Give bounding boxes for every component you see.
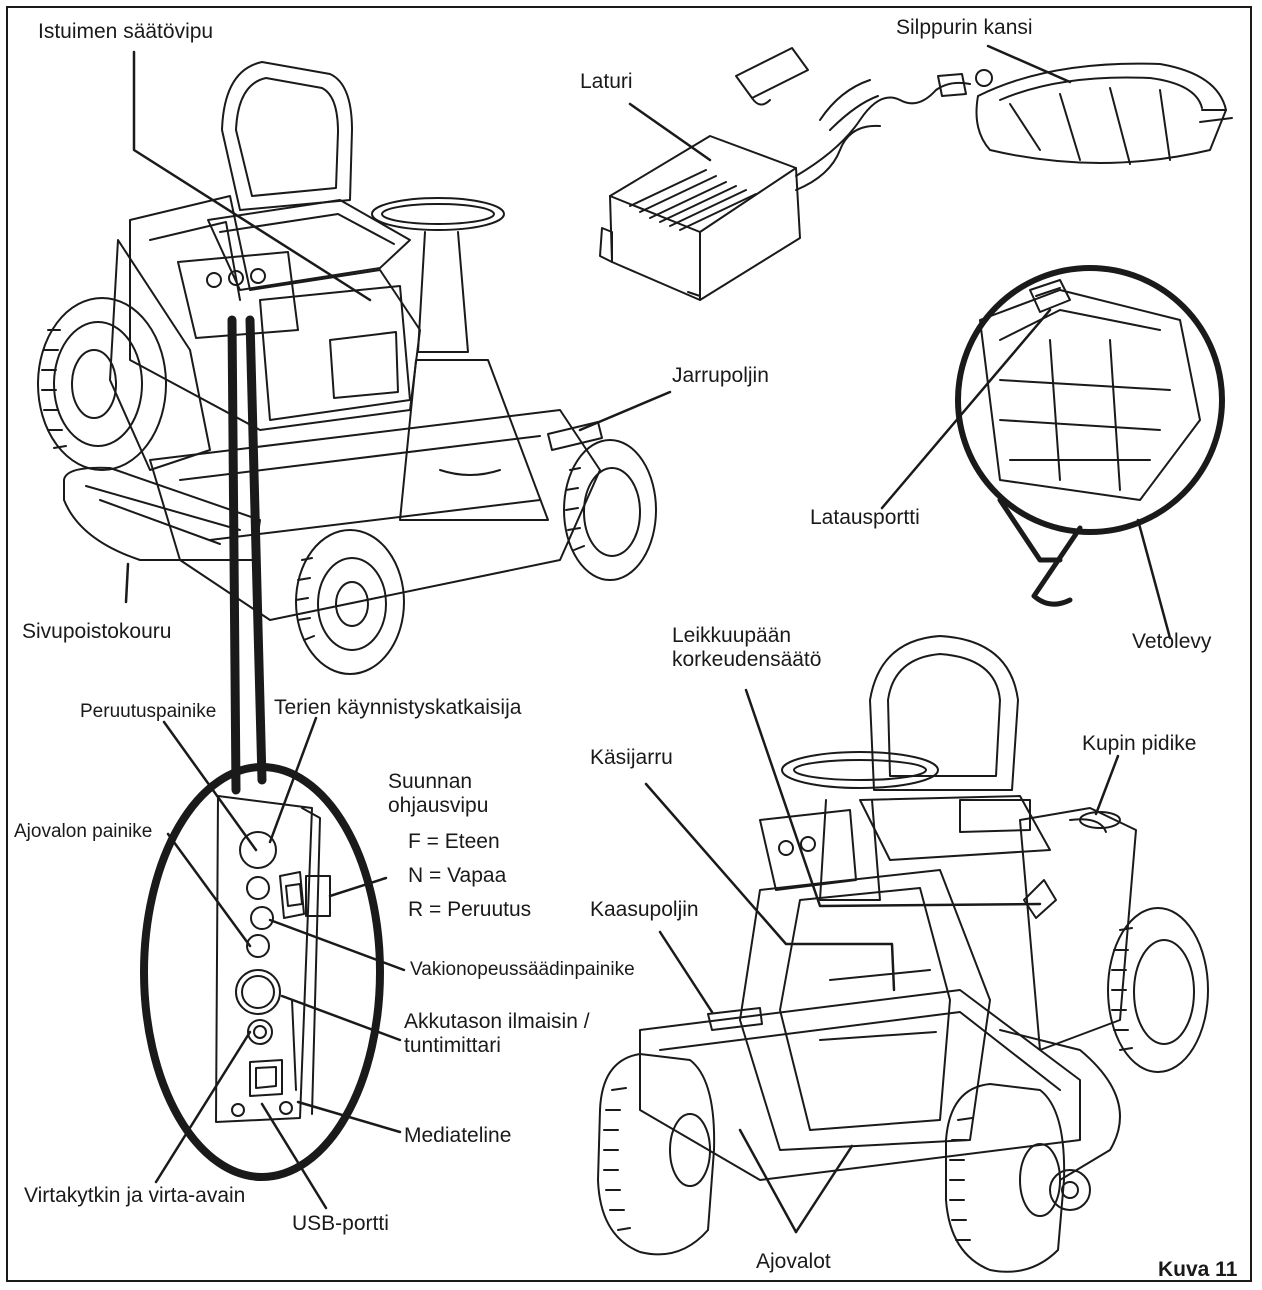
charger-illustration [599, 47, 971, 301]
label-cruise-button: Vakionopeussäädinpainike [410, 959, 635, 980]
label-charger: Laturi [580, 70, 633, 93]
label-power-switch-key: Virtakytkin ja virta-avain [24, 1184, 246, 1207]
label-throttle-pedal: Kaasupoljin [590, 898, 699, 921]
label-mulch-cover: Silppurin kansi [896, 16, 1033, 39]
label-direction-lever: Suunnan ohjausvipu [388, 770, 489, 817]
mulch-cover-illustration [975, 62, 1233, 165]
label-cup-holder: Kupin pidike [1082, 732, 1197, 755]
label-battery-indicator: Akkutason ilmaisin / tuntimittari [404, 1010, 590, 1057]
label-brake-pedal: Jarrupoljin [672, 364, 769, 387]
label-reverse-button: Peruutuspainike [80, 701, 217, 722]
label-deck-height-adjust: Leikkuupään korkeudensäätö [672, 624, 822, 671]
mower-rear-view [37, 61, 657, 675]
control-panel-zoom [140, 315, 384, 1181]
label-tow-plate: Vetolevy [1132, 630, 1212, 653]
label-seat-adjust-lever: Istuimen säätövipu [38, 20, 214, 43]
label-blade-switch: Terien käynnistyskatkaisija [274, 696, 522, 719]
label-hand-brake: Käsijarru [590, 746, 673, 769]
label-charging-port: Latausportti [810, 506, 920, 529]
leader-lines [124, 44, 1172, 1234]
figure-frame [6, 6, 1252, 1282]
label-direction-forward: F = Eteen [408, 830, 500, 853]
label-headlight-button: Ajovalon painike [14, 821, 153, 842]
label-direction-neutral: N = Vapaa [408, 864, 507, 887]
label-side-discharge-chute: Sivupoistokouru [22, 620, 172, 643]
label-headlights: Ajovalot [756, 1250, 831, 1273]
mower-front-view [597, 635, 1209, 1273]
charging-port-zoom [955, 265, 1225, 607]
label-media-holder: Mediateline [404, 1124, 512, 1147]
label-usb-port: USB-portti [292, 1212, 389, 1235]
label-direction-reverse: R = Peruutus [408, 898, 532, 921]
figure-caption: Kuva 11 [1158, 1258, 1238, 1281]
